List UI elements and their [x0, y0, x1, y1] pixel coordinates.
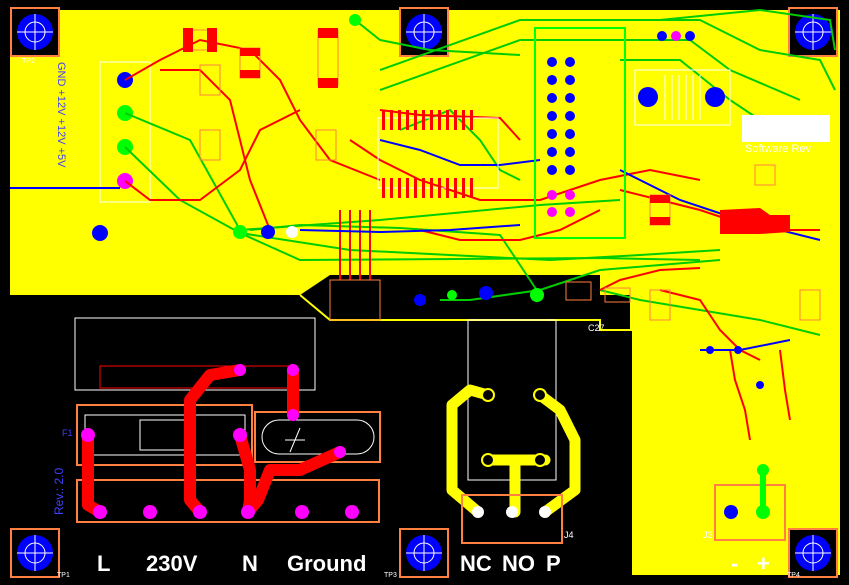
- hv-clearance-area: [10, 295, 630, 577]
- smd-pads-red: [183, 28, 670, 225]
- label-power-pins: GND +12V +12V +5V: [55, 62, 67, 168]
- software-rev-box: [742, 115, 830, 142]
- label-line: L: [97, 551, 111, 576]
- label-tp3: TP3: [384, 572, 397, 579]
- programming-header: [534, 27, 626, 239]
- label-ground: Ground: [287, 551, 367, 576]
- top-copper-pour: [10, 10, 840, 575]
- label-nc: NC: [460, 551, 492, 576]
- label-tp4: TP4: [787, 572, 800, 579]
- label-tp2: TP2: [22, 58, 35, 65]
- mains-terminal-block: [76, 479, 380, 523]
- regulator-pad: [720, 208, 790, 234]
- label-neutral: N: [242, 551, 258, 576]
- vias: [261, 225, 764, 389]
- label-j3: J3: [703, 530, 713, 540]
- green-signal-traces: [124, 8, 836, 336]
- display-connector: [634, 31, 731, 126]
- label-j4: J4: [564, 530, 574, 540]
- label-p: P: [546, 551, 561, 576]
- hv-pads: [81, 364, 359, 519]
- label-board-rev: Rev.: 2.0: [52, 467, 66, 515]
- power-connector: [99, 61, 151, 203]
- label-minus: -: [731, 551, 739, 576]
- label-c27: C27: [588, 323, 605, 333]
- red-signal-traces: [124, 38, 820, 441]
- label-voltage: 230V: [146, 551, 198, 576]
- label-plus: +: [757, 551, 770, 576]
- label-software-rev: Software Rev: [745, 143, 812, 155]
- relay-terminal-block: [461, 494, 563, 544]
- fuse-holder: [76, 404, 253, 466]
- label-fuse: F1: [62, 428, 73, 438]
- label-tp1: TP1: [57, 572, 70, 579]
- label-no: NO: [502, 551, 535, 576]
- microcontroller: [377, 110, 499, 198]
- dc-terminal-block: [714, 484, 786, 541]
